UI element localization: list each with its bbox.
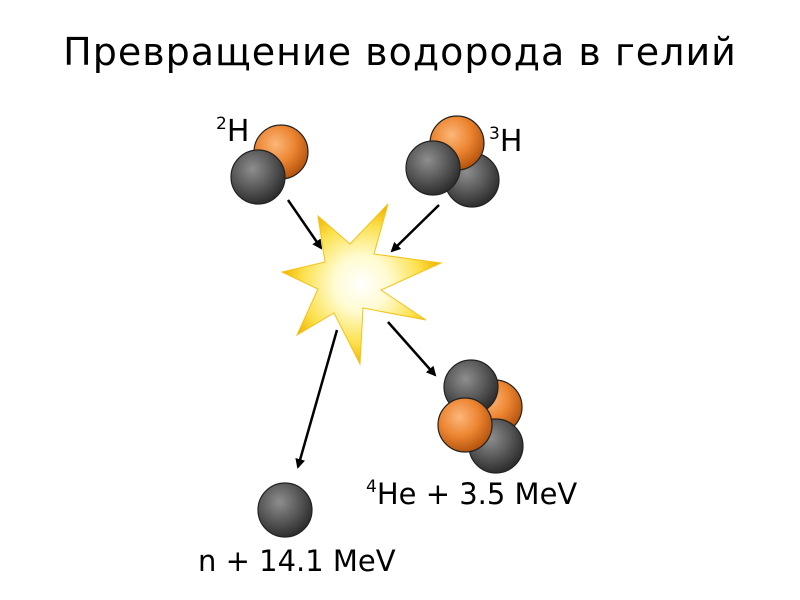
arrow-deuterium-to-flash (286, 199, 323, 250)
neutron-particle (230, 149, 286, 205)
deuterium-label: 2H (216, 114, 249, 149)
helium-mass-number: 4 (366, 477, 377, 497)
arrow-tritium-to-flash (390, 204, 440, 253)
helium-label: 4He + 3.5 MeV (366, 477, 577, 511)
tritium-mass-number: 3 (489, 124, 500, 144)
tritium-label: 3H (489, 124, 522, 159)
helium-nucleus (437, 359, 524, 474)
fusion-flash (280, 203, 443, 366)
tritium-symbol: H (500, 124, 523, 159)
arrow-flash-to-neutron (295, 329, 339, 469)
tritium-nucleus (405, 115, 500, 208)
neutron-label: n + 14.1 MeV (198, 544, 396, 578)
deuterium-symbol: H (227, 114, 250, 149)
arrow-flash-to-helium (387, 321, 437, 377)
deuterium-mass-number: 2 (216, 114, 227, 134)
neutron-particle (405, 140, 461, 196)
deuterium-nucleus (230, 124, 309, 205)
helium-energy-text: He + 3.5 MeV (377, 477, 578, 511)
proton-particle (437, 397, 493, 453)
diagram-title: Превращение водорода в гелий (63, 30, 737, 74)
free-neutron (257, 482, 313, 538)
